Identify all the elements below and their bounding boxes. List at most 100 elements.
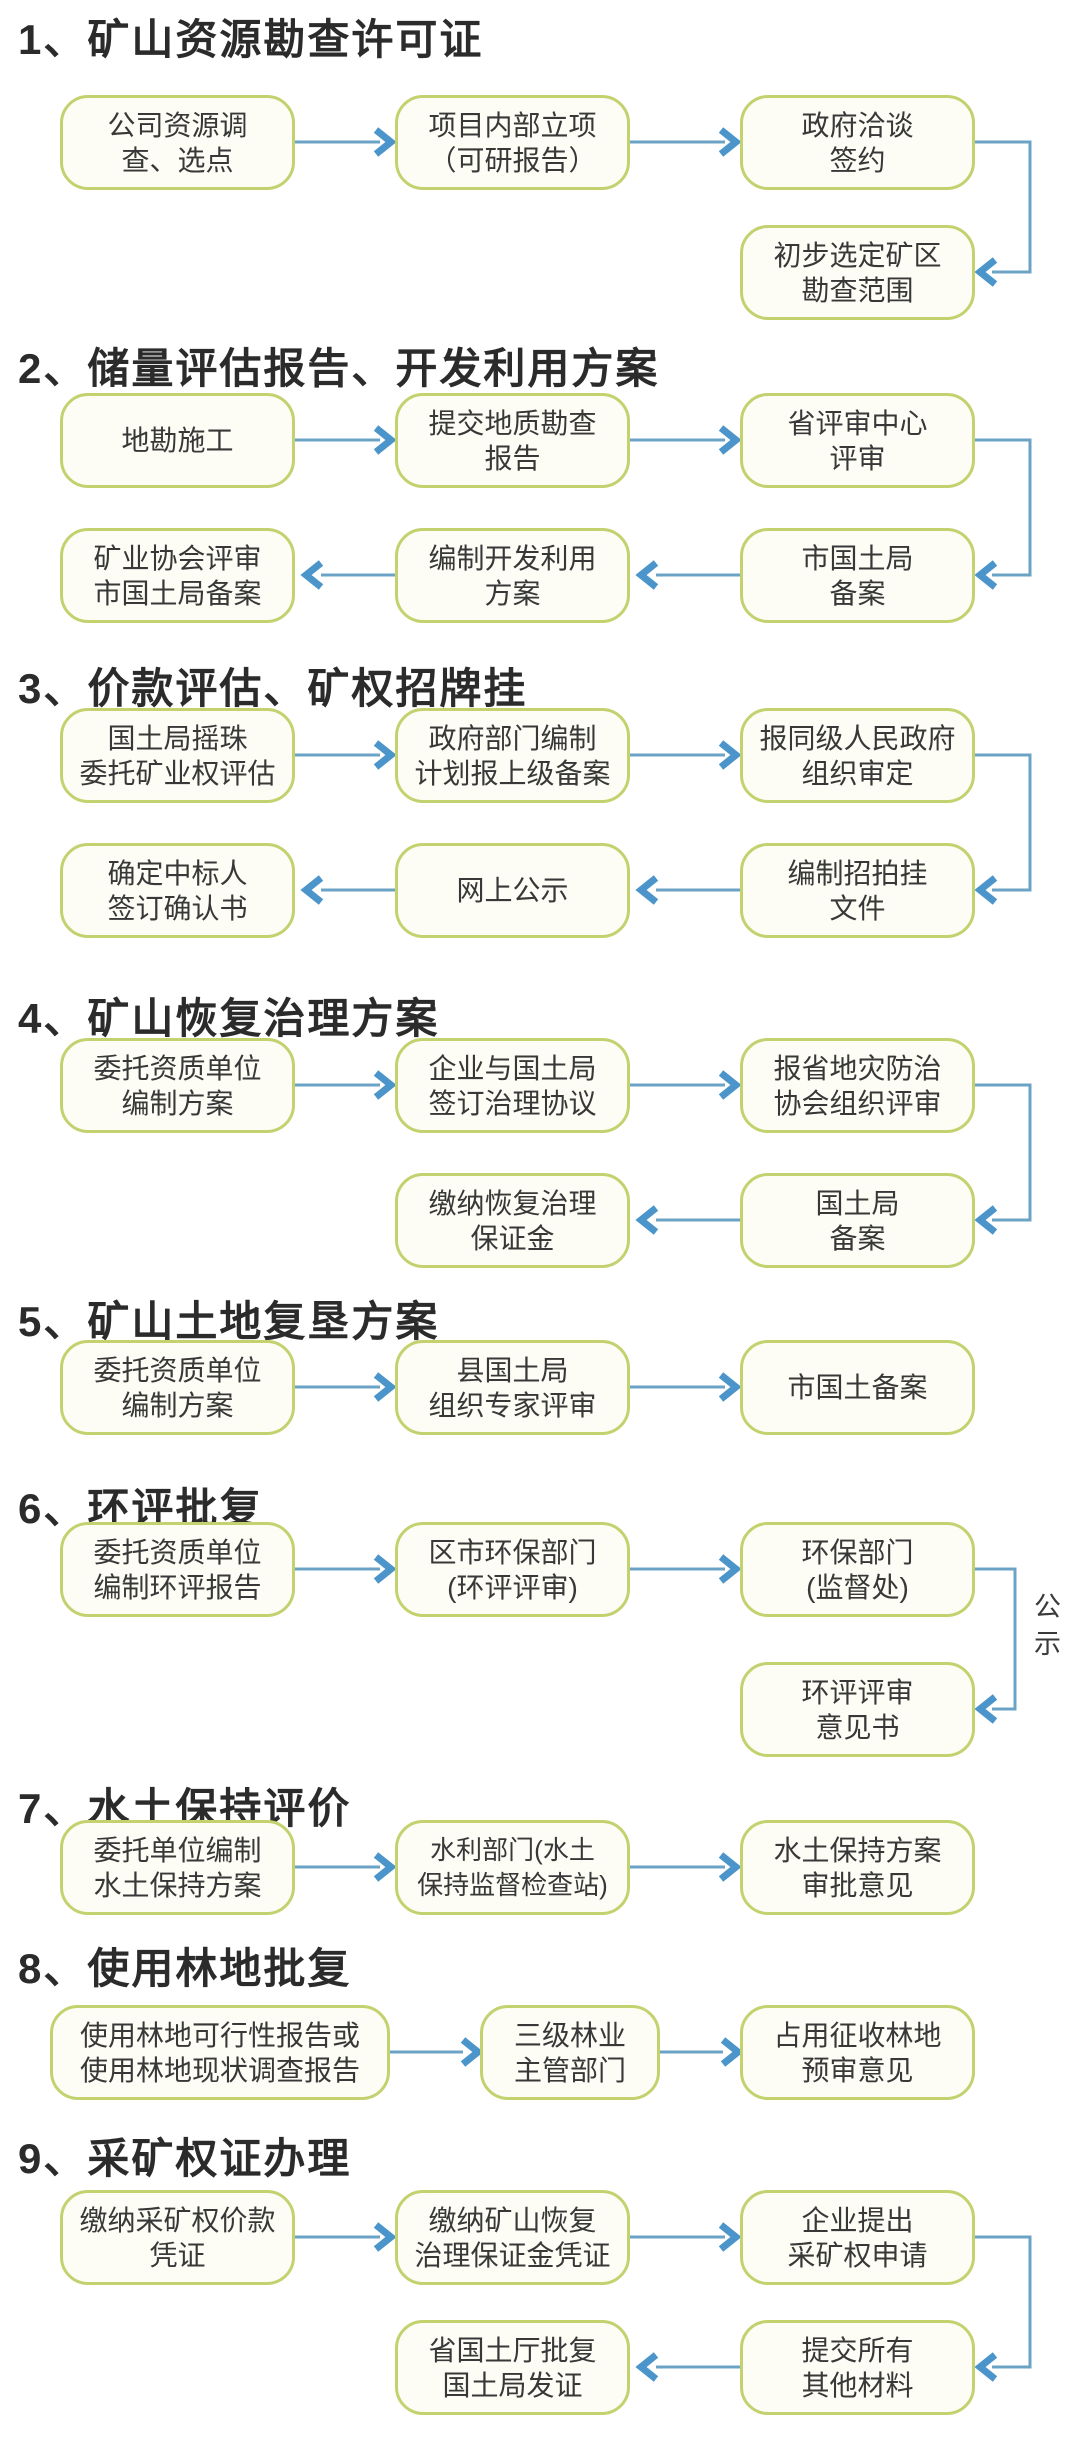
arrow-head-icon: [974, 1694, 998, 1724]
elbow-connector-line: [975, 753, 1032, 892]
arrow-head-icon: [373, 2222, 397, 2252]
flow-box-s7-2: 水利部门(水土 保持监督检查站): [395, 1820, 630, 1915]
arrow-head-icon: [373, 740, 397, 770]
box-text-line: (监督处): [806, 1571, 909, 1603]
box-text-line: 签约: [829, 144, 886, 176]
elbow-connector-line: [975, 2235, 1032, 2369]
elbow-connector-line: [975, 1083, 1032, 1222]
box-text-line: 委托资质单位: [93, 1354, 262, 1386]
box-text-line: 计划报上级备案: [414, 757, 611, 789]
box-text-line: 备案: [829, 1222, 886, 1254]
box-text-line: 评审: [829, 442, 886, 474]
box-text-line: 缴纳采矿权价款: [79, 2204, 276, 2236]
box-text-line: 国土局摇珠: [107, 722, 248, 754]
arrow-head-icon: [718, 1372, 742, 1402]
box-text-line: 提交地质勘查: [428, 407, 597, 439]
box-text-line: 政府洽谈: [801, 109, 914, 141]
box-text-line: 编制环评报告: [93, 1571, 262, 1603]
flow-box-s4-3: 报省地灾防治 协会组织评审: [740, 1038, 975, 1133]
flow-box-s1-2: 项目内部立项 （可研报告）: [395, 95, 630, 190]
box-text-line: 市国土局备案: [93, 577, 262, 609]
box-text-line: 其他材料: [801, 2369, 914, 2401]
box-text-line: 方案: [484, 577, 541, 609]
flow-box-s9-3: 企业提出 采矿权申请: [740, 2190, 975, 2285]
flow-box-s2-2: 提交地质勘查 报告: [395, 393, 630, 488]
flow-box-s7-1: 委托单位编制 水土保持方案: [60, 1820, 295, 1915]
box-text-line: 查、选点: [121, 144, 234, 176]
box-text-line: 国土局发证: [442, 2369, 583, 2401]
arrow-head-icon: [718, 127, 742, 157]
arrow-head-icon: [635, 560, 659, 590]
section-title: 3、价款评估、矿权招牌挂: [18, 665, 528, 712]
box-text-line: 主管部门: [513, 2054, 626, 2086]
box-text-line: 水土保持方案: [773, 1834, 942, 1866]
arrow-head-icon: [718, 1070, 742, 1100]
box-text-line: 审批意见: [801, 1869, 914, 1901]
section-title: 8、使用林地批复: [18, 1945, 352, 1992]
box-text-line: 组织审定: [801, 757, 914, 789]
section-6-eia-approval: 6、环评批复 公示 委托资质单位 编制环评报告 区市环保部门 (环评评审) 环保…: [0, 1450, 1080, 1765]
section-7-soil-water-conservation: 7、水土保持评价 委托单位编制 水土保持方案 水利部门(水土 保持监督检查站) …: [0, 1765, 1080, 1935]
box-text-line: 编制方案: [121, 1389, 234, 1421]
box-text-line: 地勘施工: [121, 425, 234, 456]
flow-box-s2-5: 编制开发利用 方案: [395, 528, 630, 623]
flow-box-s6-4: 环评评审 意见书: [740, 1662, 975, 1757]
arrow-head-icon: [974, 875, 998, 905]
box-text-line: 公司资源调: [107, 109, 248, 141]
box-text-line: 报告: [484, 442, 541, 474]
arrow-head-icon: [718, 2222, 742, 2252]
box-text-line: 县国土局: [456, 1354, 569, 1386]
arrow-head-icon: [373, 425, 397, 455]
flow-box-s2-4: 市国土局 备案: [740, 528, 975, 623]
flow-box-s5-3: 市国土备案: [740, 1340, 975, 1435]
section-title: 1、矿山资源勘查许可证: [18, 16, 484, 63]
box-text-line: 省国土厅批复: [428, 2334, 597, 2366]
flow-box-s2-1: 地勘施工: [60, 393, 295, 488]
box-text-line: 水土保持方案: [93, 1869, 262, 1901]
arrow-head-icon: [718, 740, 742, 770]
arrow-head-icon: [635, 1205, 659, 1235]
flow-box-s9-4: 提交所有 其他材料: [740, 2320, 975, 2415]
box-text-line: 初步选定矿区: [773, 239, 942, 271]
box-text-line: 治理保证金凭证: [414, 2239, 611, 2271]
arrow-head-icon: [718, 1852, 742, 1882]
box-text-line: 缴纳恢复治理: [428, 1187, 597, 1219]
box-text-line: 省评审中心: [787, 407, 928, 439]
box-text-line: 企业与国土局: [428, 1052, 597, 1084]
box-text-line: 文件: [829, 892, 886, 924]
box-text-line: 编制开发利用: [428, 542, 597, 574]
flow-box-s3-5: 网上公示: [395, 843, 630, 938]
flow-box-s2-3: 省评审中心 评审: [740, 393, 975, 488]
arrow-head-icon: [373, 1852, 397, 1882]
box-text-line: 协会组织评审: [773, 1087, 942, 1119]
box-text-line: 报同级人民政府: [759, 722, 956, 754]
box-text-line: 区市环保部门: [428, 1536, 597, 1568]
section-3-price-evaluation: 3、价款评估、矿权招牌挂 国土局摇珠 委托矿业权评估 政府部门编制 计划报上级备…: [0, 650, 1080, 970]
flow-box-s4-1: 委托资质单位 编制方案: [60, 1038, 295, 1133]
flow-box-s9-5: 省国土厅批复 国土局发证: [395, 2320, 630, 2415]
arrow-head-icon: [718, 1554, 742, 1584]
box-text-line: 市国土局: [801, 542, 914, 574]
box-text-line: 保证金: [470, 1222, 555, 1254]
elbow-connector-line: [975, 1567, 1017, 1711]
arrow-head-icon: [635, 875, 659, 905]
elbow-connector-line: [975, 140, 1032, 274]
flow-box-s6-2: 区市环保部门 (环评评审): [395, 1522, 630, 1617]
flow-box-s3-2: 政府部门编制 计划报上级备案: [395, 708, 630, 803]
section-title: 2、储量评估报告、开发利用方案: [18, 345, 660, 392]
box-text-line: 报省地灾防治: [773, 1052, 942, 1084]
arrow-head-icon: [373, 1372, 397, 1402]
arrow-head-icon: [974, 2352, 998, 2382]
flow-box-s9-1: 缴纳采矿权价款 凭证: [60, 2190, 295, 2285]
flow-box-s8-3: 占用征收林地 预审意见: [740, 2005, 975, 2100]
box-text-line: 环评评审: [801, 1676, 914, 1708]
box-text-line: 国土局: [815, 1187, 900, 1219]
section-5-land-reclamation: 5、矿山土地复垦方案 委托资质单位 编制方案 县国土局 组织专家评审 市国土备案: [0, 1280, 1080, 1450]
box-text-line: 采矿权申请: [787, 2239, 928, 2271]
arrow-head-icon: [974, 560, 998, 590]
box-text-line: 组织专家评审: [428, 1389, 597, 1421]
arrow-head-icon: [720, 2037, 744, 2067]
arrow-head-icon: [300, 875, 324, 905]
flow-box-s6-1: 委托资质单位 编制环评报告: [60, 1522, 295, 1617]
